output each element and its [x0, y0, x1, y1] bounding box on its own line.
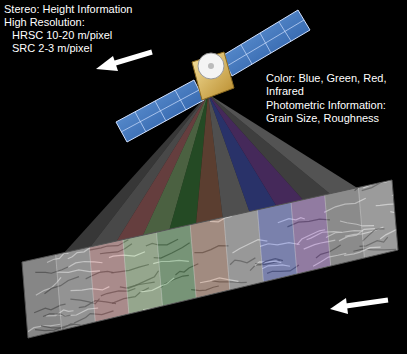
color-tile	[358, 180, 398, 258]
flight-arrow	[96, 52, 152, 71]
panel-grid	[121, 90, 199, 132]
panel-grid	[227, 20, 304, 66]
spacecraft-body	[192, 52, 234, 100]
annotation-label: Color: Blue, Green, Red, Infrared	[266, 72, 403, 98]
annotation-label: HRSC 10-20 m/pixel	[12, 29, 212, 42]
color-tile	[190, 217, 230, 298]
color-tile	[257, 202, 297, 282]
color-tile	[325, 187, 365, 266]
terrain-ground	[22, 180, 398, 338]
color-tile	[224, 210, 264, 290]
ground-track-arrow	[330, 298, 388, 314]
arrow-shaft	[112, 52, 152, 64]
solar-panel	[222, 10, 310, 76]
arrow-shaft	[346, 300, 388, 306]
annotation-label: Stereo: Height Information	[4, 3, 204, 16]
antenna-feed	[208, 63, 214, 69]
terrain-strip	[22, 174, 407, 338]
terrain-ridges	[28, 174, 407, 332]
color-tile	[123, 232, 163, 314]
arrow-head	[96, 56, 118, 71]
antenna-dish	[198, 53, 224, 79]
color-tiles	[22, 180, 398, 338]
solar-panel	[116, 80, 204, 142]
annotation-label: SRC 2-3 m/pixel	[12, 42, 212, 55]
annotation-label: Photometric Information: Grain Size, Rou…	[266, 99, 403, 125]
terrain-ridge	[392, 190, 407, 196]
color-tile	[291, 195, 331, 274]
terrain-outline	[22, 180, 398, 338]
annotation-label: High Resolution:	[4, 16, 204, 29]
panel-grid	[135, 112, 146, 132]
color-tile	[56, 247, 96, 330]
color-tile	[89, 240, 129, 322]
arrow-head	[330, 298, 348, 314]
color-tile	[157, 225, 197, 306]
color-tile	[22, 255, 62, 338]
